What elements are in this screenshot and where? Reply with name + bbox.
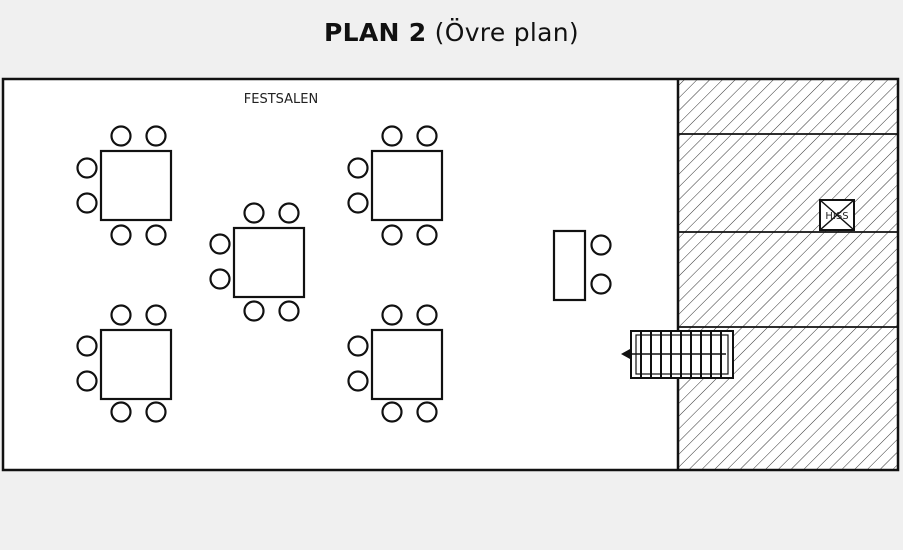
chair bbox=[209, 268, 231, 290]
chair bbox=[76, 192, 98, 214]
table-group bbox=[209, 202, 306, 322]
chair bbox=[243, 202, 265, 224]
chair bbox=[381, 224, 403, 246]
table bbox=[99, 149, 173, 222]
chair bbox=[381, 125, 403, 147]
table bbox=[370, 328, 444, 401]
chair bbox=[110, 224, 132, 246]
chair bbox=[243, 300, 265, 322]
elevator-icon: HISS bbox=[819, 199, 855, 231]
chair bbox=[416, 304, 438, 326]
side-table-group bbox=[552, 229, 612, 302]
table bbox=[232, 226, 306, 299]
table-group bbox=[76, 125, 173, 246]
chair bbox=[590, 234, 612, 256]
title-bold: PLAN 2 bbox=[323, 18, 427, 47]
chair bbox=[381, 401, 403, 423]
page-title: PLAN 2 (Övre plan) bbox=[0, 18, 903, 47]
chair bbox=[278, 202, 300, 224]
chair bbox=[416, 401, 438, 423]
chair bbox=[416, 224, 438, 246]
room-label-festsalen: FESTSALEN bbox=[244, 92, 318, 107]
chair bbox=[145, 125, 167, 147]
table-group bbox=[347, 125, 444, 246]
chair bbox=[145, 304, 167, 326]
table bbox=[99, 328, 173, 401]
table-group bbox=[76, 304, 173, 423]
elevator-label: HISS bbox=[825, 211, 848, 222]
chair bbox=[347, 157, 369, 179]
title-subtitle: (Övre plan) bbox=[434, 18, 579, 47]
chair bbox=[76, 335, 98, 357]
chair bbox=[76, 157, 98, 179]
stairs-icon bbox=[621, 330, 734, 379]
table bbox=[370, 149, 444, 222]
chair bbox=[76, 370, 98, 392]
chair bbox=[145, 224, 167, 246]
chair bbox=[381, 304, 403, 326]
chair bbox=[209, 233, 231, 255]
chair bbox=[590, 273, 612, 295]
chair bbox=[416, 125, 438, 147]
chair bbox=[347, 370, 369, 392]
side-table bbox=[552, 229, 587, 302]
chair bbox=[347, 335, 369, 357]
table-group bbox=[347, 304, 444, 423]
chair bbox=[110, 304, 132, 326]
chair bbox=[145, 401, 167, 423]
chair bbox=[110, 125, 132, 147]
chair bbox=[278, 300, 300, 322]
chair bbox=[110, 401, 132, 423]
hatched-zone bbox=[678, 80, 897, 469]
chair bbox=[347, 192, 369, 214]
